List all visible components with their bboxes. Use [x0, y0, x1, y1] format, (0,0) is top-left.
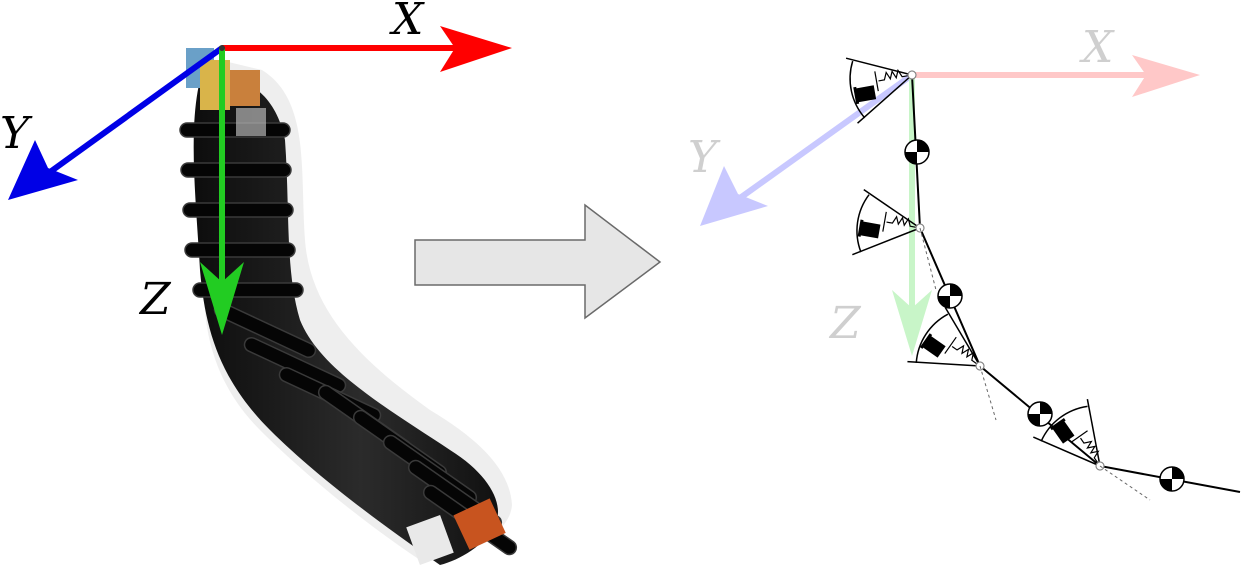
joint-limit-line: [845, 57, 913, 76]
actuator-mass: [859, 221, 881, 239]
y-axis-arrowhead: [8, 140, 78, 200]
joint-limit-line: [857, 74, 913, 124]
robot-top-part: [236, 108, 266, 136]
backbone-line: [911, 74, 1241, 493]
joint-limit-line: [1086, 399, 1101, 467]
y-axis-arrow: [48, 45, 224, 175]
center-of-mass-quadrant: [917, 140, 929, 152]
angle-reference-line: [919, 227, 937, 291]
y-axis-arrowhead-faded: [700, 166, 768, 226]
center-of-mass-quadrant: [1028, 414, 1040, 426]
center-of-mass-quadrant: [1040, 402, 1052, 414]
spring-plate: [944, 336, 957, 354]
center-of-mass-quadrant: [1172, 467, 1184, 479]
y-axis-arrow-faded: [738, 72, 914, 201]
y-axis-label-faded: Y: [688, 132, 721, 183]
z-axis-label: Z: [138, 274, 172, 325]
robot-segment: [182, 202, 294, 218]
robot-segment: [180, 162, 292, 178]
z-axis-arrowhead: [200, 262, 244, 335]
robot-top-part: [200, 60, 230, 110]
joint-limit-line: [863, 189, 921, 229]
center-of-mass-quadrant: [1160, 479, 1172, 491]
joint-module: [845, 57, 917, 124]
robot-end-part: [453, 498, 506, 550]
kinematic-schematic: [845, 57, 1241, 501]
joint-limit-line: [1033, 436, 1101, 467]
z-axis-label-faded: Z: [828, 298, 862, 349]
robot-top-part: [230, 70, 260, 106]
actuator-mass-cap: [919, 333, 933, 349]
left-axes: X Y Z: [0, 0, 512, 335]
robot-segment: [179, 122, 291, 138]
robot-photo: [179, 48, 518, 565]
spring: [886, 215, 917, 228]
joint-limit-line: [907, 360, 981, 367]
x-axis-label-faded: X: [1079, 22, 1115, 73]
spring: [1080, 437, 1100, 464]
joint-limit-line: [944, 307, 981, 367]
actuator-mass: [854, 85, 877, 103]
joint-arc: [915, 313, 949, 363]
spring: [878, 68, 909, 82]
joint-module: [852, 189, 925, 256]
y-axis-label: Y: [0, 108, 33, 159]
center-of-mass-quadrant: [950, 284, 962, 296]
joint-limit-line: [852, 227, 921, 256]
x-axis-arrowhead-faded: [1132, 55, 1200, 97]
center-of-mass-quadrant: [905, 152, 917, 164]
spring-plate: [1070, 430, 1088, 443]
x-axis-label: X: [389, 0, 425, 45]
spring-plate: [874, 71, 879, 92]
center-of-mass-quadrant: [938, 296, 950, 308]
joint-arc: [856, 194, 870, 253]
actuator-mass-cap: [853, 86, 860, 105]
x-axis-arrowhead: [440, 26, 512, 72]
robot-body: [193, 77, 498, 565]
actuator-mass-cap: [1050, 417, 1066, 431]
angle-reference-line: [1099, 465, 1151, 501]
actuator-mass-cap: [857, 219, 864, 237]
origin-point: [219, 45, 225, 51]
spring-plate: [882, 211, 887, 232]
joint-pivot: [907, 70, 917, 80]
joint-arc: [849, 60, 866, 119]
robot-segments: [179, 122, 518, 556]
joint-module: [907, 307, 985, 371]
joint-arc: [1040, 405, 1088, 442]
joint-module: [1033, 399, 1105, 471]
robot-segment: [184, 242, 296, 258]
angle-reference-line: [979, 365, 997, 421]
right-axes: X Y Z: [688, 22, 1200, 356]
robot-end-part: [406, 515, 454, 565]
spring: [951, 344, 978, 365]
transform-arrow: [414, 203, 662, 320]
z-axis-arrowhead-faded: [892, 290, 932, 356]
